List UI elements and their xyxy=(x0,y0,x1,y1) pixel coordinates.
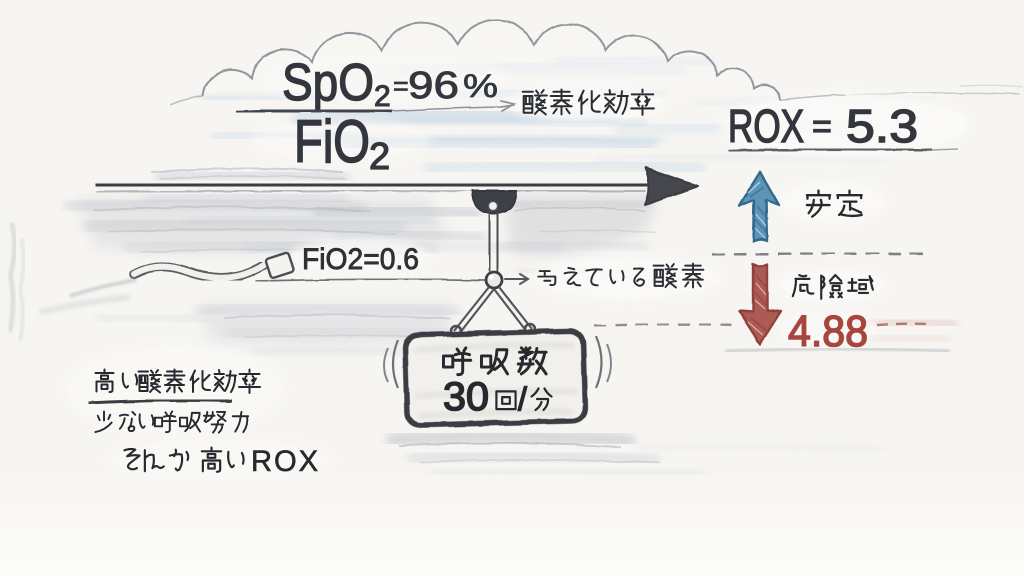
svg-text:2: 2 xyxy=(374,80,391,113)
svg-text:/: / xyxy=(518,381,527,417)
svg-text:30: 30 xyxy=(443,375,489,419)
svg-text:4.88: 4.88 xyxy=(788,307,868,356)
svg-text:5.3: 5.3 xyxy=(846,100,918,152)
svg-text:SpO: SpO xyxy=(282,54,374,112)
svg-text:=: = xyxy=(812,108,832,146)
svg-text:FiO: FiO xyxy=(294,108,370,175)
svg-text:%: % xyxy=(463,68,498,104)
svg-text:FiO2=0.6: FiO2=0.6 xyxy=(302,243,419,276)
svg-text:ROX: ROX xyxy=(728,100,804,152)
svg-text:=: = xyxy=(393,71,409,101)
svg-text:2: 2 xyxy=(369,136,390,178)
svg-text:96: 96 xyxy=(408,65,459,107)
